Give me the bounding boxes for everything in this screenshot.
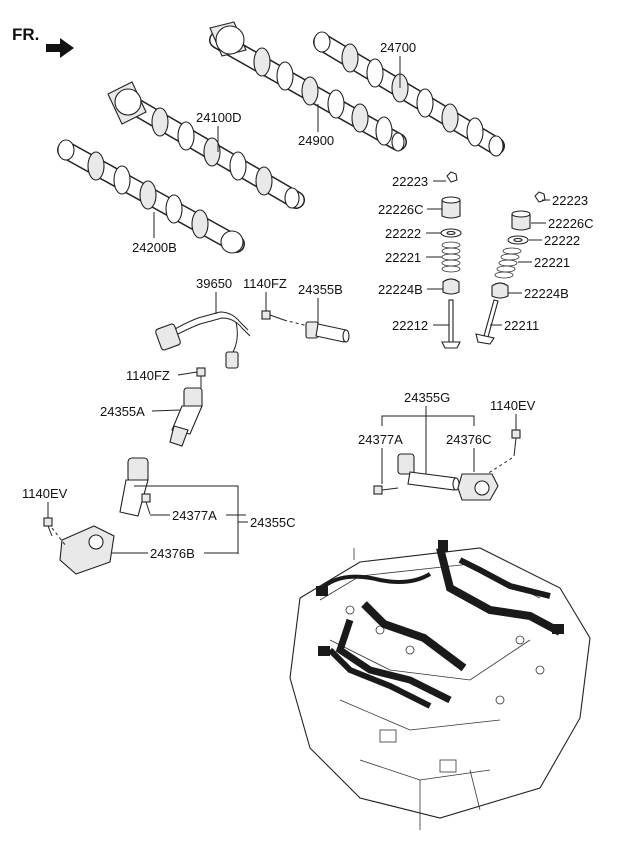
label-22222-left: 22222: [385, 226, 421, 241]
label-22221-right: 22221: [534, 255, 570, 270]
bolt-1140EV-right: [483, 429, 521, 477]
label-24100D: 24100D: [196, 110, 242, 125]
ocv-24355B: [305, 321, 350, 343]
ocv-24355G: [397, 453, 460, 491]
label-22226C-right: 22226C: [548, 216, 594, 231]
label-24376B: 24376B: [150, 546, 195, 561]
camshaft-24700: [313, 31, 505, 157]
label-22212: 22212: [392, 318, 428, 333]
label-1140EV-left: 1140EV: [22, 486, 68, 501]
label-24355C: 24355C: [250, 515, 296, 530]
engine-wiring-harness: [316, 540, 564, 709]
camshaft-24200B: [57, 139, 245, 254]
label-24355B: 24355B: [298, 282, 343, 297]
label-22211: 22211: [504, 318, 539, 333]
label-39650: 39650: [196, 276, 232, 291]
front-arrow-icon: [46, 38, 74, 58]
bolt-24377A-left: [141, 493, 151, 515]
label-24377A-right: 24377A: [358, 432, 403, 447]
bolt-1140FZ-upper: [261, 310, 285, 321]
label-1140EV-right: 1140EV: [490, 398, 536, 413]
label-22224B-right: 22224B: [524, 286, 569, 301]
label-24200B: 24200B: [132, 240, 177, 255]
label-22224B-left: 22224B: [378, 282, 423, 297]
label-24355G: 24355G: [404, 390, 450, 405]
label-22221-left: 22221: [385, 250, 421, 265]
label-24376C: 24376C: [446, 432, 492, 447]
engine-block: [289, 547, 591, 830]
bolt-1140EV-left: [43, 517, 53, 537]
housing-24376B: [51, 525, 115, 575]
label-24377A-left: 24377A: [172, 508, 217, 523]
camshaft-24100D: [107, 81, 305, 209]
camshaft-24900: [209, 21, 407, 152]
label-24900: 24900: [298, 133, 334, 148]
bolt-1140FZ-lower: [196, 367, 206, 388]
ocv-24355A: [169, 387, 203, 447]
ocv-24355C: [119, 457, 149, 517]
label-22223-right: 22223: [552, 193, 588, 208]
label-24700: 24700: [380, 40, 416, 55]
housing-24376C: [457, 473, 499, 501]
fr-label: FR.: [12, 25, 39, 44]
label-1140FZ-lower: 1140FZ: [126, 368, 170, 383]
label-22226C-left: 22226C: [378, 202, 424, 217]
label-22223-left: 22223: [392, 174, 428, 189]
valve-assembly-left: [440, 171, 462, 349]
label-24355A: 24355A: [100, 404, 145, 419]
bolt-24377A-right: [373, 485, 399, 495]
harness-39650: [155, 311, 251, 369]
label-22222-right: 22222: [544, 233, 580, 248]
label-1140FZ-upper: 1140FZ: [243, 276, 287, 291]
valve-assembly-right: [475, 191, 546, 345]
